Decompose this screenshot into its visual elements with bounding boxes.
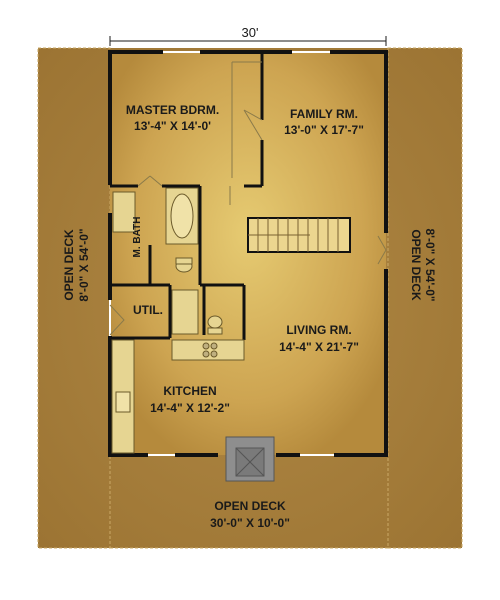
room-name-master-bedroom: MASTER BDRM. bbox=[125, 103, 220, 117]
windows bbox=[109, 51, 334, 456]
bottom-deck-name: OPEN DECK bbox=[214, 499, 286, 513]
kitchen-counters bbox=[111, 339, 245, 454]
bottom-deck-size: 30'-0" X 10'-0" bbox=[210, 516, 290, 530]
room-name-utility: UTIL. bbox=[133, 303, 163, 317]
fireplace bbox=[225, 436, 275, 482]
right-deck-name: OPEN DECK bbox=[409, 229, 423, 301]
stairs bbox=[247, 217, 351, 253]
doors bbox=[109, 61, 387, 336]
interior-walls bbox=[110, 52, 264, 340]
room-size-kitchen: 14'-4" X 12'-2" bbox=[150, 401, 230, 415]
overall-width-label: 30' bbox=[241, 25, 259, 40]
bath-fixtures bbox=[112, 187, 223, 335]
room-size-master-bedroom: 13'-4" X 14'-0' bbox=[134, 119, 211, 133]
right-deck-size: 8'-0" X 54'-0" bbox=[423, 228, 437, 302]
room-name-master-bath: M. BATH bbox=[132, 216, 143, 258]
room-size-family-room: 13'-0" X 17'-7" bbox=[284, 123, 364, 137]
house-interior bbox=[110, 52, 386, 455]
room-name-kitchen: KITCHEN bbox=[163, 384, 217, 398]
room-size-living-room: 14'-4" X 21'-7" bbox=[279, 340, 359, 354]
room-name-living-room: LIVING RM. bbox=[286, 323, 352, 337]
left-deck-name: OPEN DECK bbox=[62, 229, 76, 301]
dimension-line bbox=[109, 36, 387, 46]
room-name-family-room: FAMILY RM. bbox=[289, 107, 358, 121]
left-deck-size: 8'-0" X 54'-0" bbox=[77, 228, 91, 302]
